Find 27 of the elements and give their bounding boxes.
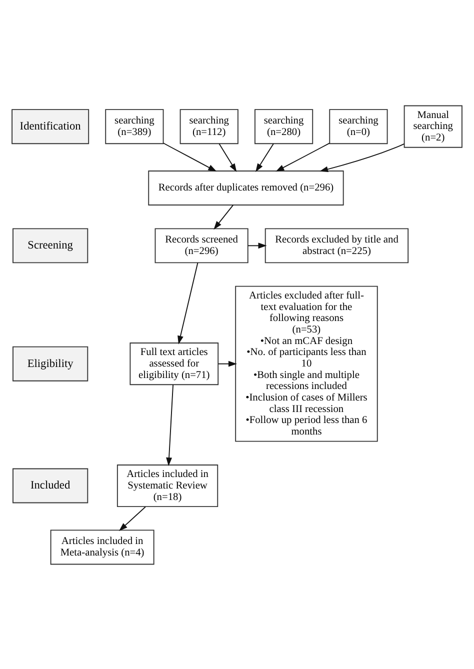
node-box: Eligibility — [12, 346, 88, 381]
node-box: Full text articles assessed for eligibility (n=71) — [130, 342, 219, 385]
node-box: searching (n=0) — [329, 108, 388, 144]
node-box: Articles included in Meta-analysis (n=4) — [50, 529, 154, 564]
node-box: Records after duplicates removed (n=296) — [148, 170, 344, 205]
arrow — [248, 242, 267, 248]
arrow — [319, 143, 405, 172]
arrow — [166, 384, 174, 466]
arrow — [178, 262, 198, 344]
arrow — [218, 142, 237, 172]
arrow — [256, 142, 274, 172]
node-box: searching (n=112) — [180, 108, 238, 144]
node-box: Manual searching (n=2) — [404, 104, 462, 148]
node-box: Included — [12, 468, 88, 503]
node-box: Articles included in Systematic Review (n=18) — [116, 464, 218, 507]
arrow — [218, 360, 237, 366]
arrow — [214, 204, 234, 230]
node-box: searching (n=280) — [254, 108, 314, 144]
node-box: searching (n=389) — [105, 108, 164, 144]
node-box: Screening — [12, 228, 88, 263]
arrow — [276, 142, 330, 172]
node-box: Identification — [12, 108, 90, 144]
node-box: Records excluded by title and abstract (n=225) — [264, 228, 409, 263]
arrow — [162, 142, 217, 172]
node-box: Records screened (n=296) — [154, 228, 248, 263]
node-box: Articles excluded after full-text evaluation for the following reasons (n=53) •Not an mCAF design •No. of participants less than 10 •Both single and multiple recessions included •Inclusion of cases of Millers class III recession •Follow up period less than 6 months — [235, 285, 378, 442]
arrow — [118, 506, 146, 531]
